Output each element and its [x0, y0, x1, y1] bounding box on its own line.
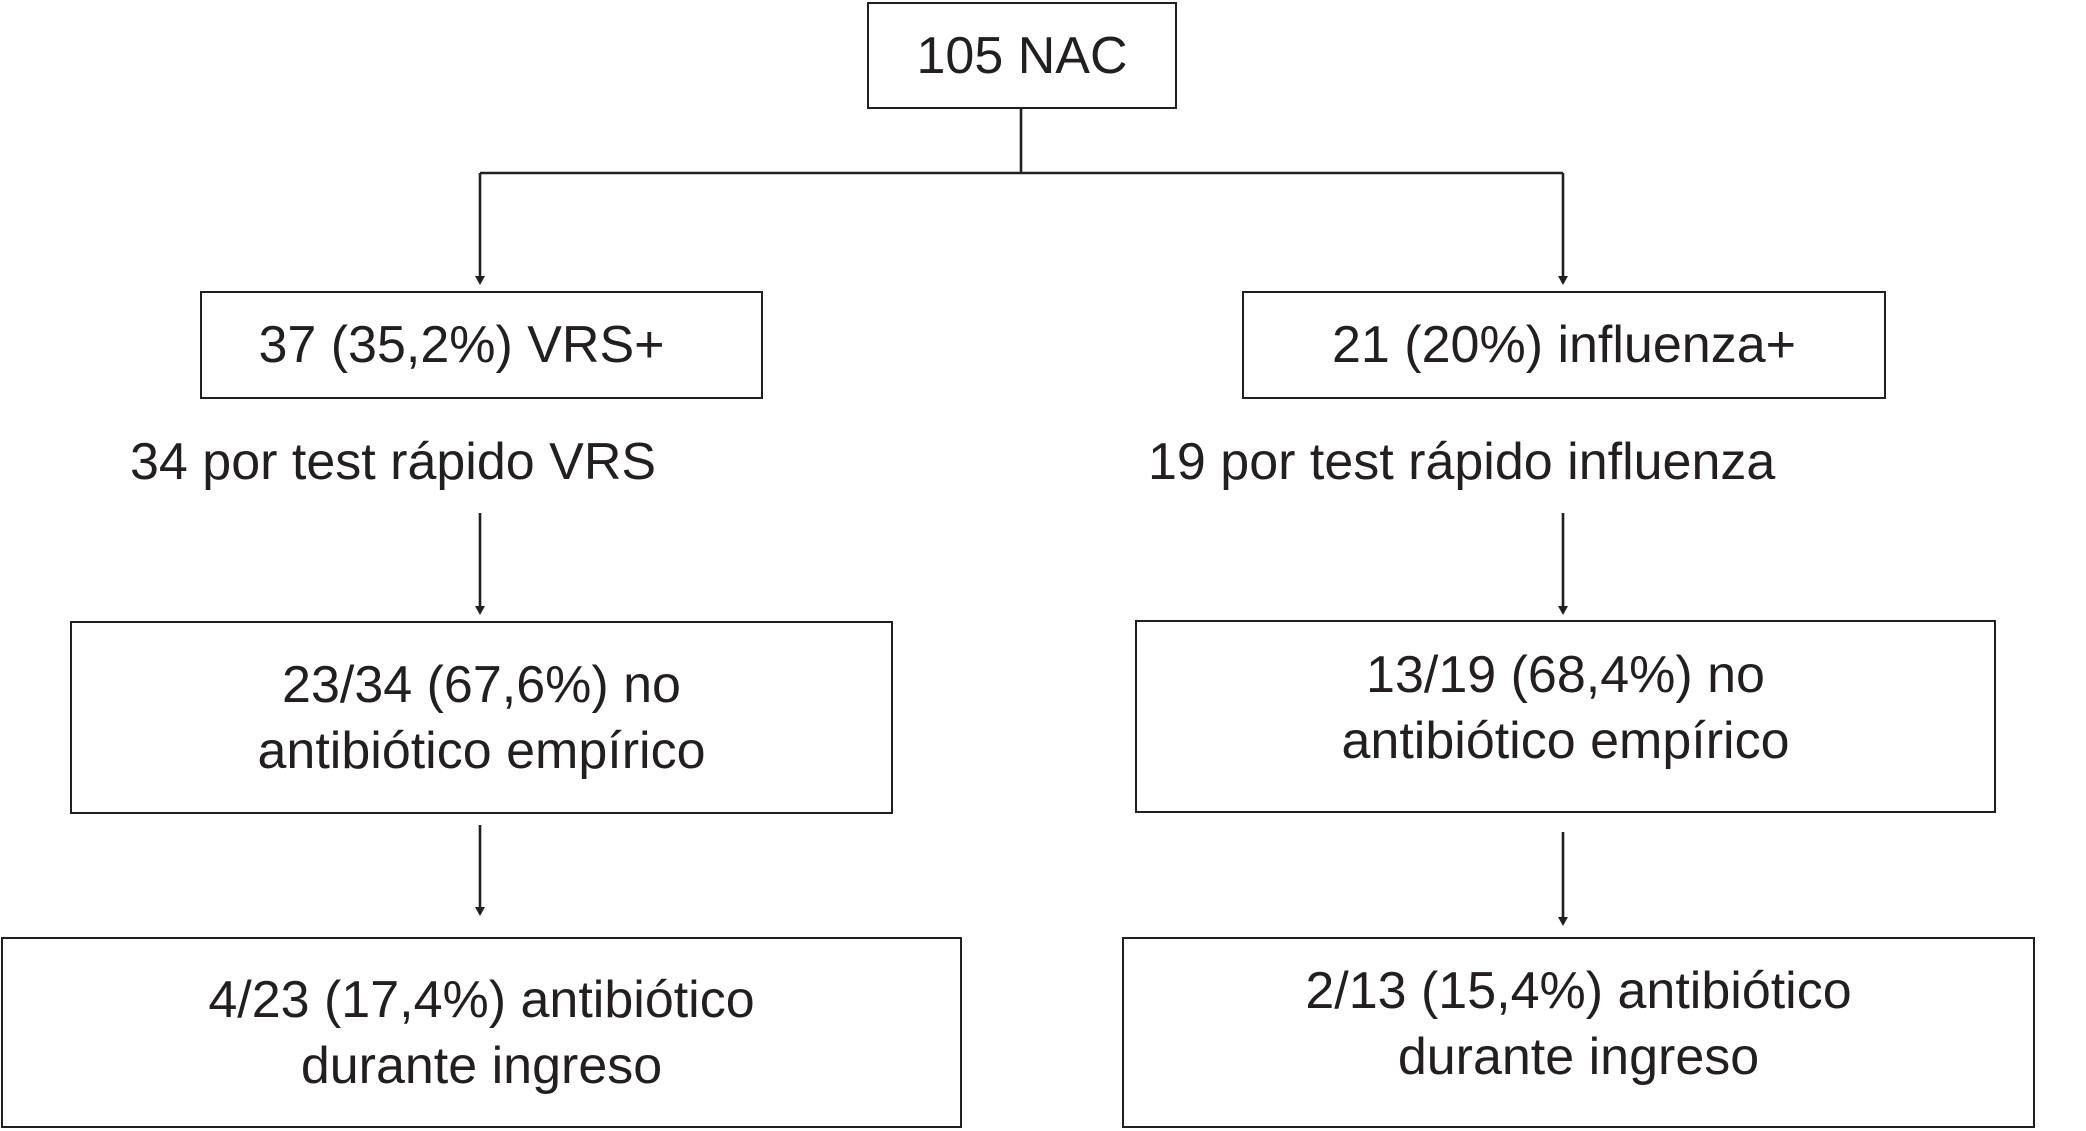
right-group-box: 21 (20%) influenza+	[1242, 291, 1886, 399]
right-no-antibiotic-line-2: antibiótico empírico	[1341, 711, 1790, 770]
left-admission-line-1: 4/23 (17,4%) antibiótico	[208, 970, 755, 1029]
right-no-antibiotic-box: 13/19 (68,4%) no antibiótico empírico	[1135, 620, 1996, 813]
root-label: 105 NAC	[916, 26, 1128, 85]
left-no-antibiotic-line-2: antibiótico empírico	[257, 721, 706, 780]
left-admission-box: 4/23 (17,4%) antibiótico durante ingreso	[1, 937, 962, 1128]
right-group-label: 21 (20%) influenza+	[1332, 316, 1796, 374]
right-test-note: 19 por test rápido influenza	[1148, 433, 1776, 491]
right-admission-line-1: 2/13 (15,4%) antibiótico	[1305, 961, 1852, 1020]
left-group-box: 37 (35,2%) VRS+	[200, 291, 763, 399]
left-no-antibiotic-line-1: 23/34 (67,6%) no	[282, 655, 681, 714]
root-box: 105 NAC	[867, 2, 1177, 109]
left-admission-line-2: durante ingreso	[300, 1036, 663, 1095]
right-admission-box: 2/13 (15,4%) antibiótico durante ingreso	[1122, 937, 2035, 1128]
left-group-label: 37 (35,2%) VRS+	[258, 316, 665, 374]
right-admission-line-2: durante ingreso	[1397, 1027, 1760, 1086]
left-test-note: 34 por test rápido VRS	[130, 433, 657, 491]
right-no-antibiotic-line-1: 13/19 (68,4%) no	[1366, 645, 1765, 704]
left-no-antibiotic-box: 23/34 (67,6%) no antibiótico empírico	[70, 621, 893, 814]
